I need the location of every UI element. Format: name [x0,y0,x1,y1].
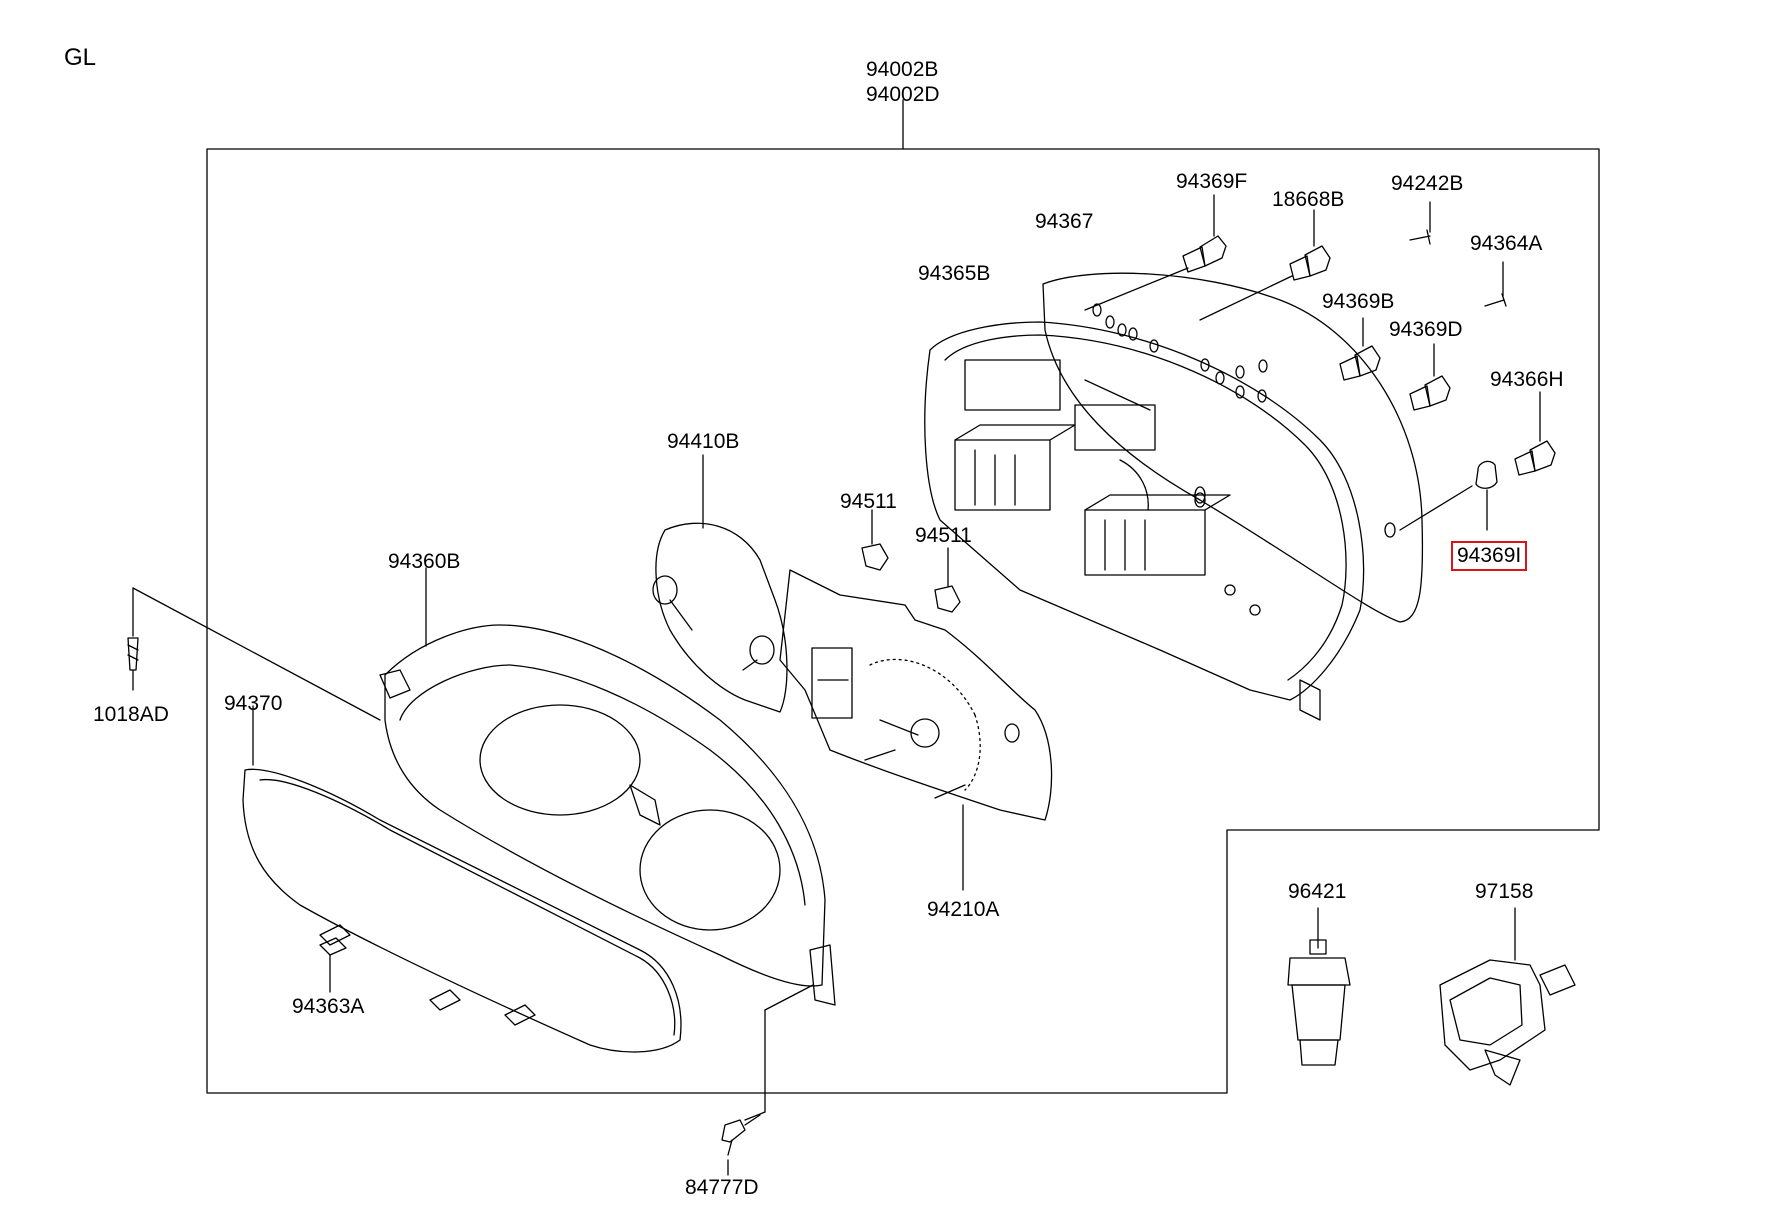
assembly-boundary [207,149,1599,1093]
tab-94363A [320,938,346,992]
part-label-94511-a[interactable]: 94511 [840,490,897,513]
part-label-18668B[interactable]: 18668B [1272,188,1345,211]
part-label-94369I[interactable]: 94369I [1451,541,1528,571]
part-label-94363A[interactable]: 94363A [292,995,365,1018]
sensor-96421 [1288,908,1350,1065]
socket-94369D [1410,344,1450,410]
bulb-94369I [1400,461,1497,530]
part-label-94360B[interactable]: 94360B [388,550,461,573]
connector-97158 [1440,908,1575,1085]
socket-94369B [1340,318,1380,380]
part-label-94370[interactable]: 94370 [224,692,283,715]
part-label-96421[interactable]: 96421 [1288,880,1347,903]
variant-label: GL [64,44,97,71]
lens-94511b [935,548,960,612]
speedometer-plate-94210A [780,570,1052,890]
part-label-94366H[interactable]: 94366H [1490,368,1564,391]
part-label-94210A[interactable]: 94210A [927,898,1000,921]
part-label-94365B[interactable]: 94365B [918,262,991,285]
dial-plate-94410B [653,455,787,712]
screw-1018AD [128,588,380,720]
socket-94366H [1515,392,1555,475]
rear-cover-94367 [1043,273,1422,622]
part-label-97158[interactable]: 97158 [1475,880,1534,903]
screw-84777D [722,985,813,1175]
part-label-94242B[interactable]: 94242B [1391,172,1464,195]
housing-94365B [925,322,1364,720]
screw-94364A [1485,262,1506,306]
assembly-label-1[interactable]: 94002B [866,58,939,81]
socket-18668B [1200,210,1330,320]
part-label-94410B[interactable]: 94410B [667,430,740,453]
part-label-94367[interactable]: 94367 [1035,210,1094,233]
part-label-94364A[interactable]: 94364A [1470,232,1543,255]
window-94370 [243,706,681,1052]
part-label-94369D[interactable]: 94369D [1389,318,1463,341]
assembly-label-2[interactable]: 94002D [866,83,940,106]
part-label-1018AD[interactable]: 1018AD [93,703,169,726]
frame-94360B [380,568,835,1005]
part-label-94511-b[interactable]: 94511 [915,524,972,547]
part-label-84777D[interactable]: 84777D [685,1176,759,1199]
part-label-94369B[interactable]: 94369B [1322,290,1395,313]
part-label-94369F[interactable]: 94369F [1176,170,1248,193]
socket-94369F [1085,195,1226,310]
lens-94511a [862,510,888,570]
screw-94242B [1410,202,1430,244]
